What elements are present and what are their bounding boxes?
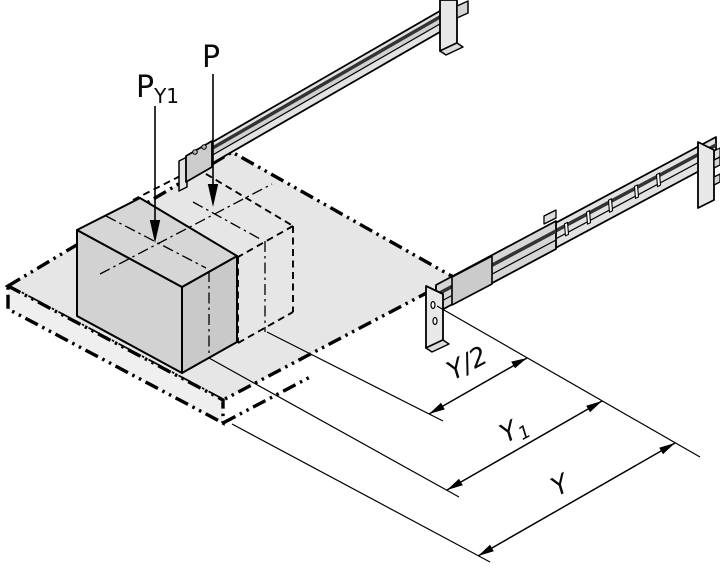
force-arrow-py1 <box>149 106 161 243</box>
ghost-edge <box>237 225 294 258</box>
right-rail-bracket-tab <box>713 156 720 169</box>
right-rail-slots <box>563 172 662 237</box>
right-rail-carriage-block <box>451 255 493 306</box>
dim-line <box>446 400 603 491</box>
label-dim-y: Y <box>546 468 576 503</box>
depth-axis-centerline <box>99 183 273 275</box>
dim-arrowhead <box>478 544 494 556</box>
load-box-top-face <box>76 197 238 288</box>
force-arrowhead-py1 <box>149 220 161 243</box>
ghost-box-cross-centerline <box>192 201 263 241</box>
right-slide-rail <box>425 136 720 353</box>
dim-arrowhead <box>429 402 445 414</box>
upper-rail-channel-shadow <box>197 8 452 159</box>
dim-line <box>428 357 528 415</box>
upper-rail-mid-band <box>197 12 452 164</box>
bracket-hole <box>432 316 438 326</box>
ext-line-load-center <box>208 357 460 498</box>
upper-rail-front-pin <box>201 144 207 150</box>
load-box-cross-centerline <box>105 215 207 269</box>
upper-slide-rail <box>178 0 469 192</box>
right-rail-rear-bracket <box>697 141 715 209</box>
right-rail-bracket-tab <box>713 173 720 186</box>
upper-rail-front-cap <box>185 140 213 183</box>
label-force-py1-base: P <box>136 70 154 105</box>
upper-rail-bracket-foot <box>439 42 464 56</box>
ext-line-ghost-center <box>266 331 444 422</box>
dim-arrowhead <box>511 358 527 369</box>
label-dim-y1: Y1 <box>495 410 535 452</box>
right-rail-front-bracket-foot <box>425 339 450 353</box>
dimension-y-half <box>428 357 528 415</box>
label-force-py1: PY1 <box>136 70 179 108</box>
dim-arrowhead <box>586 401 602 413</box>
centerlines <box>99 183 273 358</box>
ext-line-front-shared <box>436 305 701 458</box>
dim-line <box>477 442 676 557</box>
upper-rail-front-plate <box>178 156 188 192</box>
right-rail-latch <box>543 209 557 225</box>
dimension-y <box>477 442 676 557</box>
ghost-edge <box>237 311 294 344</box>
dim-arrowhead <box>659 443 675 455</box>
ghost-edge <box>195 167 294 227</box>
upper-rail-groove-line <box>196 16 453 165</box>
bracket-hole <box>430 300 436 310</box>
upper-rail-front-pin <box>192 149 198 155</box>
force-arrow-p <box>207 74 219 207</box>
label-dim-y-half: Y/2 <box>442 341 492 387</box>
label-force-p: P <box>202 40 220 75</box>
upper-rail-rear-bracket <box>439 0 458 52</box>
extension-lines <box>208 305 701 563</box>
force-arrowhead-p <box>207 184 219 207</box>
upper-rail-bracket-tab <box>456 0 469 19</box>
load-box <box>76 197 238 374</box>
label-force-py1-sub: Y1 <box>153 84 179 108</box>
dim-arrowhead <box>447 478 463 490</box>
dimension-y1 <box>446 400 603 491</box>
ext-line-rear <box>231 423 491 563</box>
